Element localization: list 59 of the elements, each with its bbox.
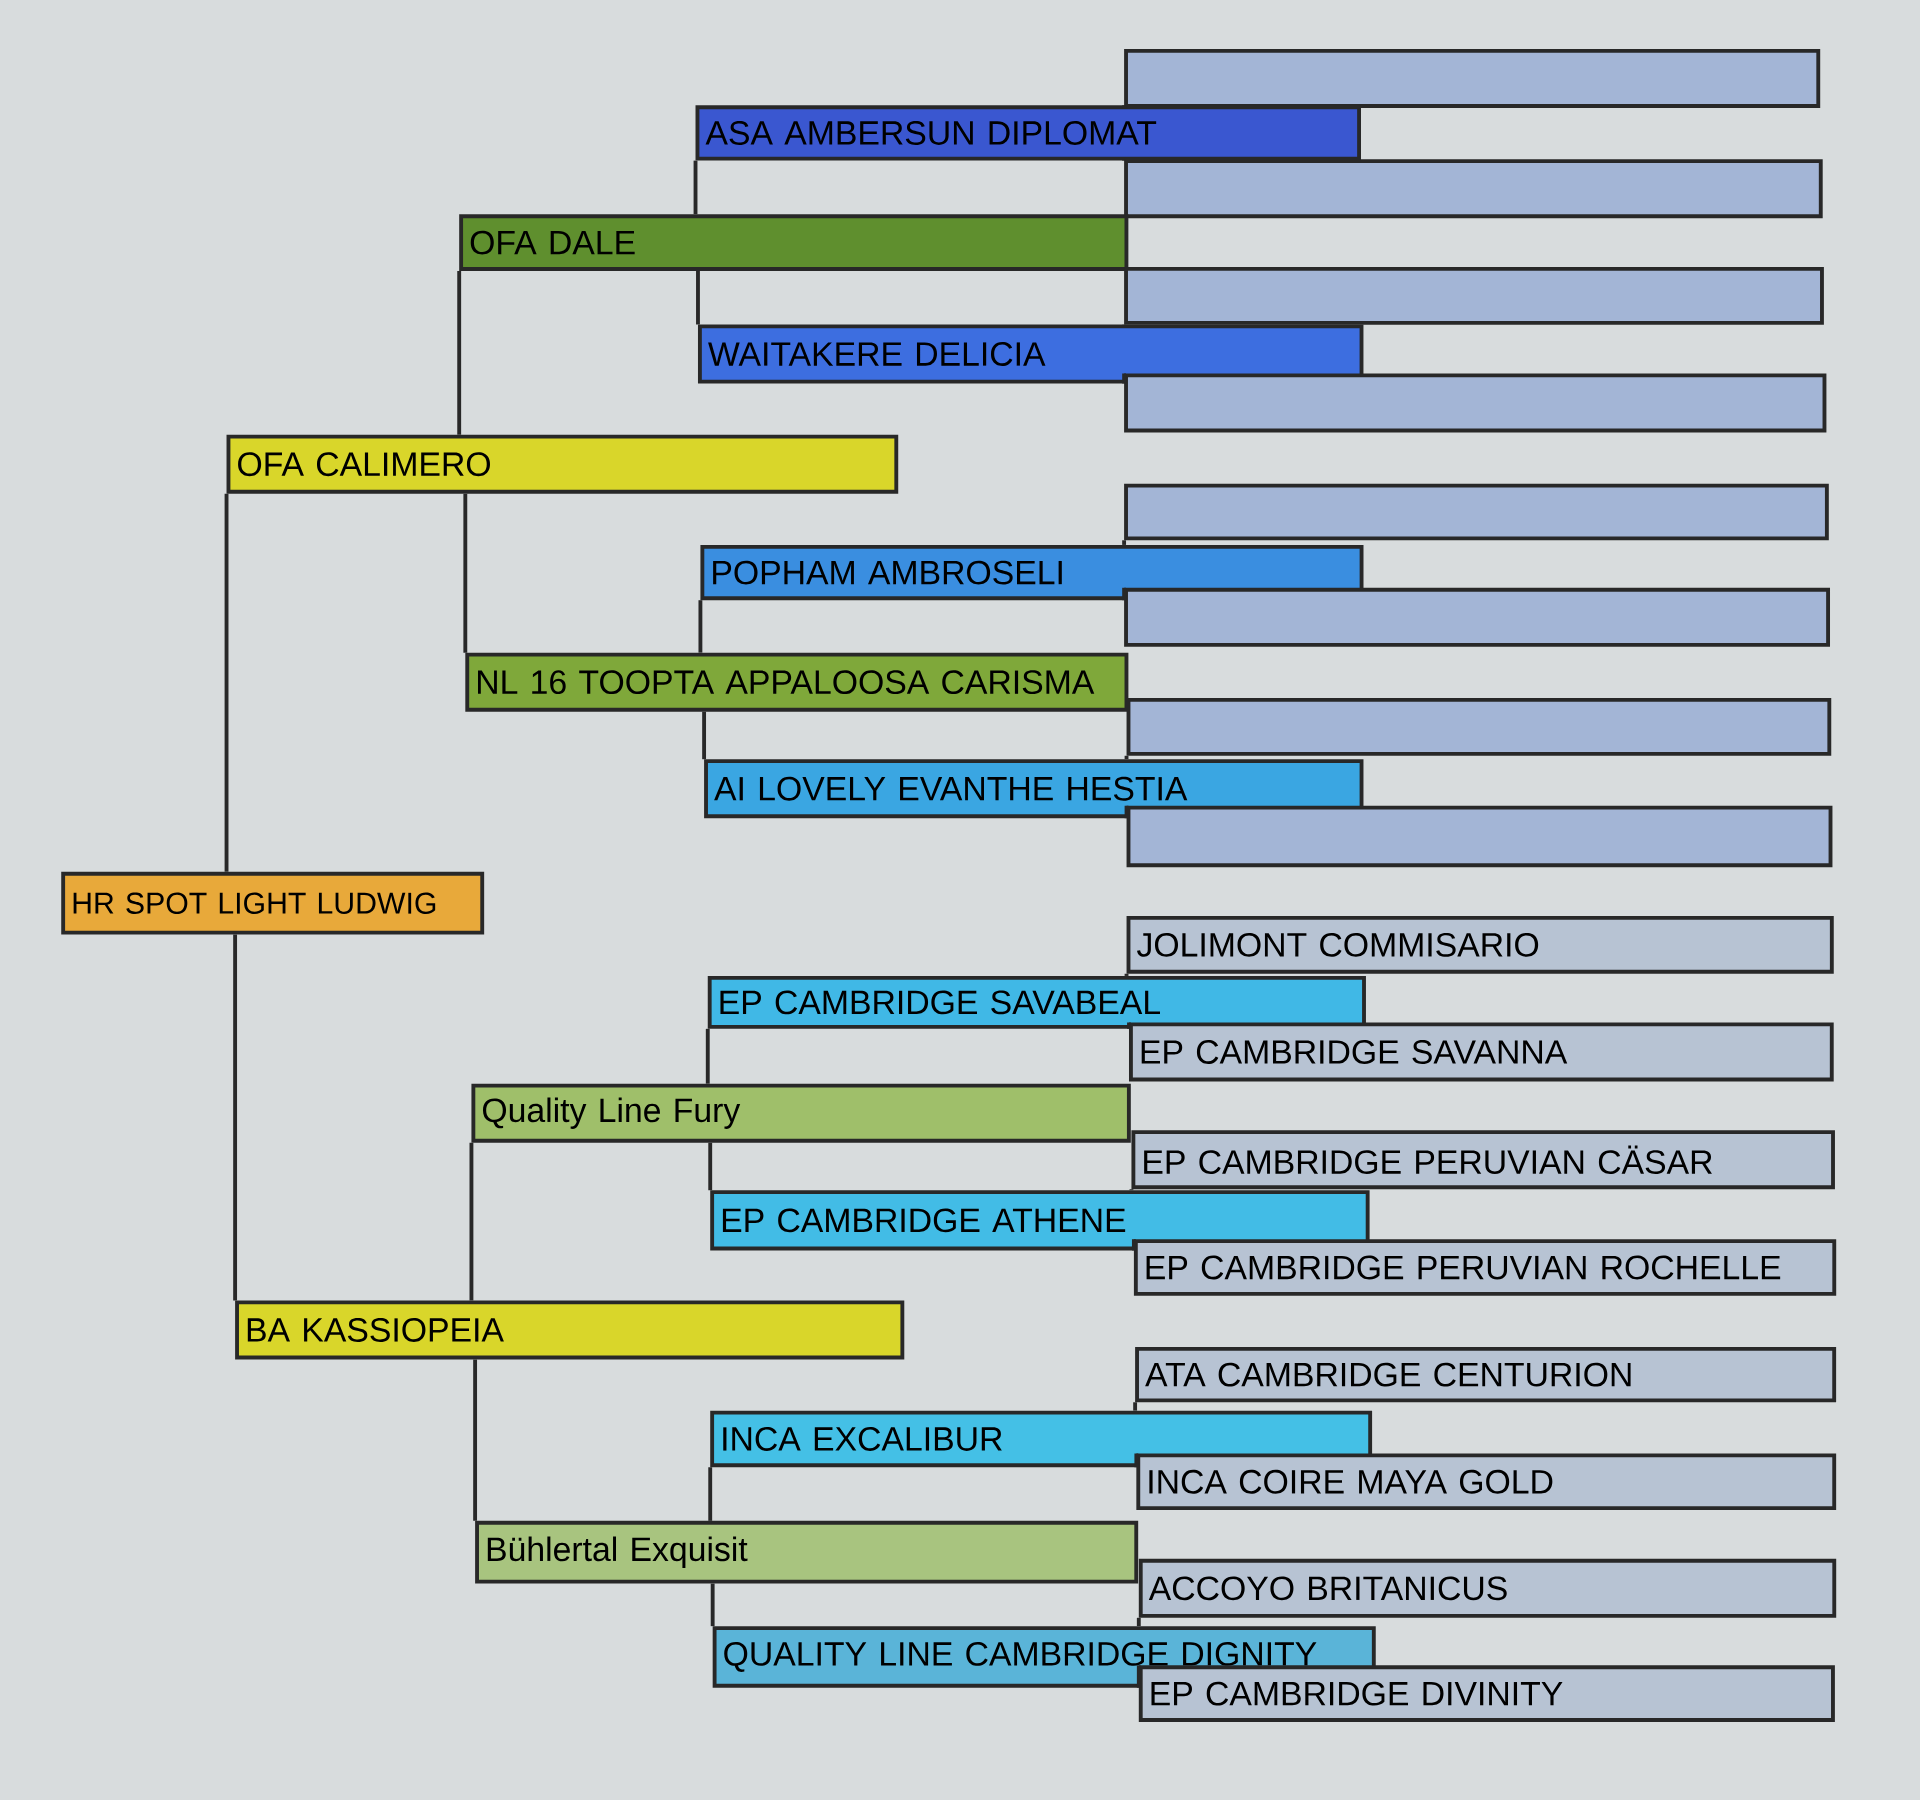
connector-line <box>693 160 698 215</box>
pedigree-box: BA KASSIOPEIA <box>235 1300 905 1360</box>
connector-line <box>1131 1239 1136 1251</box>
connector-line <box>708 1142 713 1191</box>
pedigree-box: ATA CAMBRIDGE CENTURION <box>1135 1346 1837 1403</box>
connector-line <box>1134 1453 1139 1468</box>
connector-line <box>696 270 700 325</box>
pedigree-box: Quality Line Fury <box>471 1083 1131 1143</box>
empty-box <box>1124 159 1823 219</box>
connector-line <box>1133 1402 1138 1411</box>
empty-box <box>1124 49 1821 108</box>
pedigree-box: INCA EXCALIBUR <box>710 1410 1373 1468</box>
connector-line <box>1136 1665 1141 1688</box>
pedigree-box: EP CAMBRIDGE PERUVIAN CÄSAR <box>1131 1130 1835 1190</box>
connector-line <box>469 1142 474 1301</box>
connector-line <box>1127 1022 1131 1029</box>
connector-line <box>1122 587 1127 601</box>
connector-line <box>705 1028 710 1084</box>
pedigree-box: EP CAMBRIDGE DIVINITY <box>1138 1665 1835 1722</box>
connector-line <box>1124 805 1129 819</box>
empty-box <box>1126 805 1833 868</box>
pedigree-box: EP CAMBRIDGE PERUVIAN ROCHELLE <box>1133 1239 1837 1296</box>
connector-line <box>457 270 462 435</box>
empty-box <box>1124 587 1830 647</box>
connector-line <box>463 493 468 653</box>
empty-box <box>1124 483 1829 541</box>
connector-line <box>1124 755 1129 760</box>
connector-line <box>702 711 707 760</box>
connector-line <box>1122 540 1127 545</box>
pedigree-box: OFA CALIMERO <box>226 434 899 494</box>
connector-line <box>1129 1189 1134 1191</box>
pedigree-box: INCA COIRE MAYA GOLD <box>1136 1453 1837 1511</box>
pedigree-box: OFA DALE <box>459 214 1129 271</box>
connector-line <box>1122 105 1127 108</box>
connector-line <box>1136 1617 1141 1627</box>
connector-line <box>473 1359 478 1521</box>
pedigree-box: NL 16 TOOPTA APPALOOSA CARISMA <box>465 652 1129 712</box>
pedigree-box: AI LOVELY EVANTHE HESTIA <box>704 759 1364 819</box>
connector-line <box>1122 373 1127 384</box>
pedigree-box: EP CAMBRIDGE ATHENE <box>710 1190 1370 1251</box>
empty-box <box>1126 698 1832 756</box>
root-box: HR SPOT LIGHT LUDWIG <box>61 871 485 935</box>
pedigree-box: EP CAMBRIDGE SAVABEAL <box>707 975 1366 1029</box>
pedigree-box: Bühlertal Exquisit <box>475 1520 1139 1584</box>
pedigree-box: ASA AMBERSUN DIPLOMAT <box>695 105 1361 161</box>
empty-box <box>1124 373 1827 433</box>
connector-line <box>1122 159 1127 161</box>
empty-box <box>1124 266 1824 325</box>
connector-line <box>224 493 229 872</box>
pedigree-box: ACCOYO BRITANICUS <box>1138 1558 1837 1618</box>
connector-line <box>698 600 703 653</box>
connector-line <box>233 934 238 1301</box>
connector-line <box>708 1467 713 1521</box>
pedigree-box: POPHAM AMBROSELI <box>700 544 1364 601</box>
pedigree-box: WAITAKERE DELICIA <box>697 324 1364 384</box>
connector-line <box>1124 973 1129 976</box>
pedigree-box: JOLIMONT COMMISARIO <box>1126 915 1834 974</box>
pedigree-box: EP CAMBRIDGE SAVANNA <box>1129 1022 1834 1082</box>
connector-line <box>710 1583 715 1627</box>
